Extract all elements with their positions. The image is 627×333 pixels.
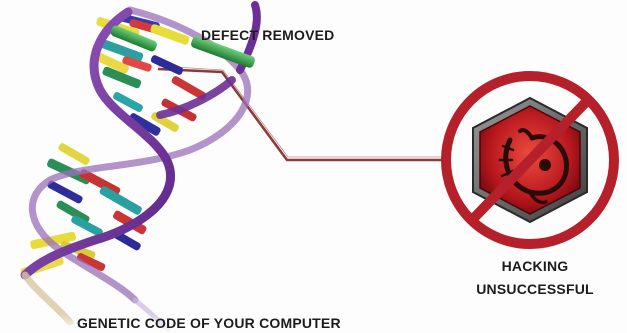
defect-removed-label: DEFECT REMOVED (201, 27, 334, 43)
hacking-label: HACKING (491, 258, 579, 274)
unsuccessful-label: UNSUCCESSFUL (465, 281, 605, 297)
hacking-blocked-emblem (446, 76, 614, 244)
genetic-code-label: GENETIC CODE OF YOUR COMPUTER (77, 315, 341, 331)
dna-double-helix-icon (0, 5, 260, 333)
